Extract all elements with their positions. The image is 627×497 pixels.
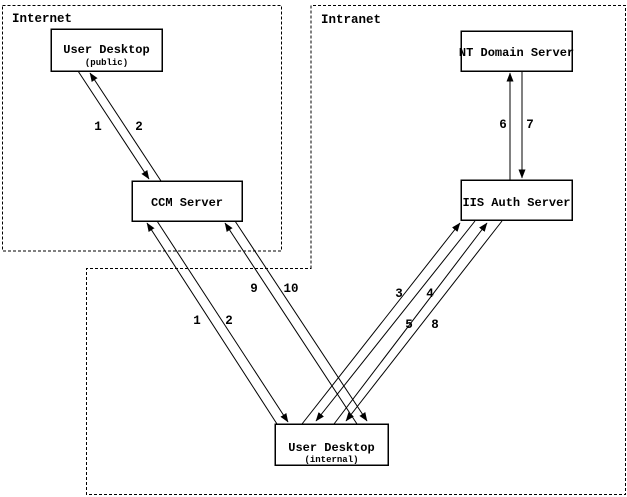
ccm-server-title: CCM Server [151, 196, 223, 210]
edges [77, 70, 526, 425]
ccm-server-box [131, 180, 243, 222]
node-ccm-server: CCM Server [131, 180, 243, 222]
user-desktop-internal-title: User Desktop [288, 441, 374, 455]
edge-label-1-public: 1 [94, 120, 102, 134]
arrow-5-internal-to-iis [333, 222, 488, 425]
intranet-zone-label: Intranet [321, 13, 381, 27]
nt-domain-server-title: NT Domain Server [459, 46, 574, 60]
intranet-zone-border [86, 5, 626, 495]
node-user-desktop-public: User Desktop (public) [50, 28, 163, 72]
edge-label-4: 4 [426, 287, 434, 301]
edge-label-6: 6 [499, 118, 507, 132]
node-iis-auth-server: IIS Auth Server [460, 179, 573, 221]
edge-label-1-internal: 1 [193, 314, 201, 328]
edge-label-2-internal: 2 [225, 314, 233, 328]
arrow-4-iis-to-internal [315, 220, 476, 422]
edge-label-9: 9 [250, 282, 258, 296]
edge-label-2-public: 2 [135, 120, 143, 134]
iis-auth-server-box [460, 179, 573, 221]
user-desktop-internal-subtitle: (internal) [304, 455, 358, 465]
nt-domain-server-box [460, 30, 573, 72]
edge-label-10: 10 [283, 282, 298, 296]
edge-label-7: 7 [526, 118, 534, 132]
internet-zone-label: Internet [12, 12, 72, 26]
arrow-1-public-to-ccm [77, 70, 150, 180]
iis-auth-server-title: IIS Auth Server [462, 196, 570, 210]
node-nt-domain-server: NT Domain Server [459, 30, 574, 72]
arrow-9-internal-to-ccm [224, 222, 358, 425]
arrow-3-internal-to-iis [301, 222, 461, 425]
user-desktop-public-subtitle: (public) [85, 58, 128, 68]
arrow-2-ccm-to-internal [156, 220, 289, 423]
zone-intranet: Intranet [86, 5, 626, 495]
zone-internet: Internet [2, 5, 282, 252]
user-desktop-public-title: User Desktop [63, 43, 149, 57]
user-desktop-public-box [50, 28, 163, 72]
edge-labels: 1 2 6 7 9 10 1 2 3 4 5 8 [94, 118, 534, 332]
arrow-10-ccm-to-internal [234, 220, 368, 422]
edge-label-5: 5 [405, 318, 413, 332]
arrow-1-internal-to-ccm [146, 222, 278, 425]
user-desktop-internal-box [274, 423, 389, 466]
arrow-8-iis-to-internal [345, 220, 503, 422]
edge-label-8: 8 [431, 318, 439, 332]
arrow-2-ccm-to-public [89, 72, 162, 182]
edge-label-3: 3 [395, 287, 403, 301]
internet-zone-border [2, 5, 282, 252]
node-user-desktop-internal: User Desktop (internal) [274, 423, 389, 466]
